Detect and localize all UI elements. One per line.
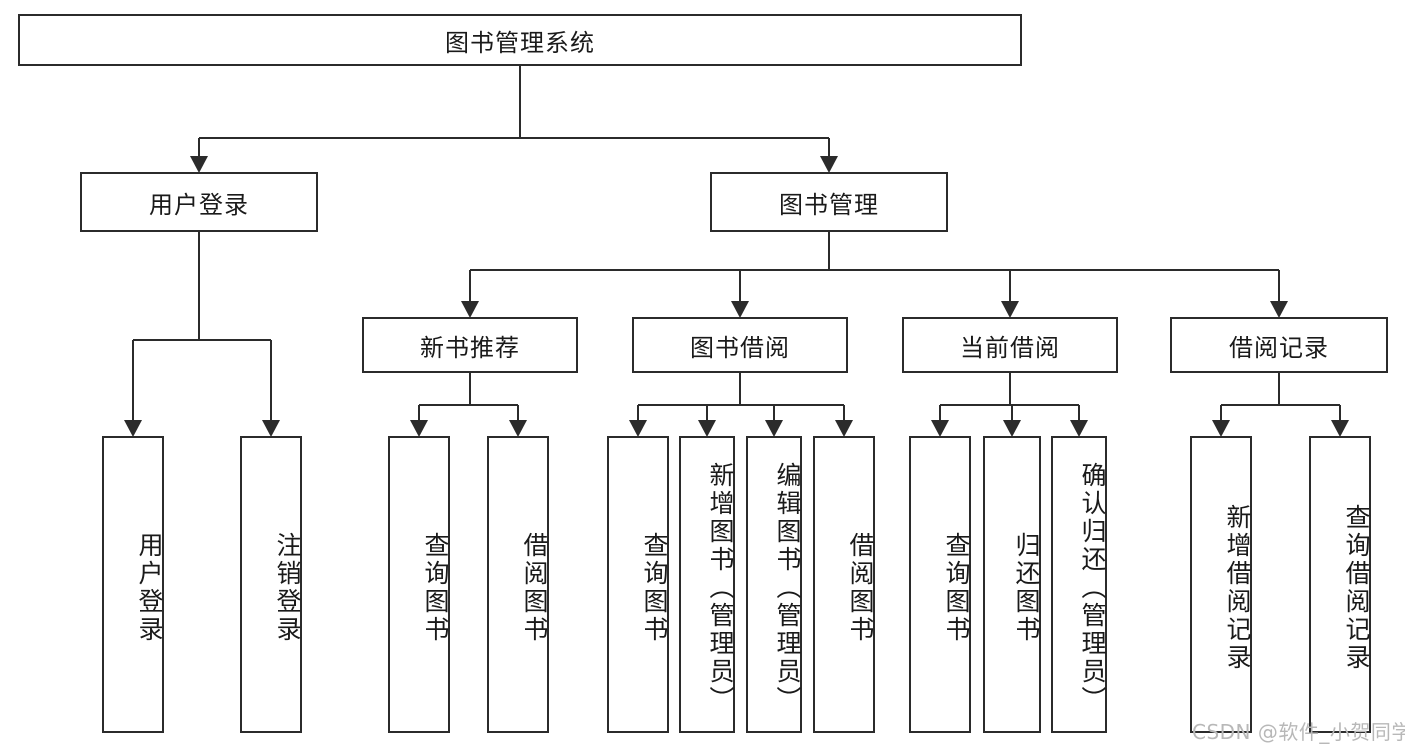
arrowhead-icon-leaf-user-logout	[262, 420, 280, 437]
node-leaf-return-book[interactable]: 归还图书	[983, 436, 1041, 733]
node-leaf-user-login-label: 用户登录	[135, 531, 164, 644]
node-book-management[interactable]: 图书管理	[710, 172, 948, 232]
arrowhead-icon-leaf-query-book-borrow	[629, 420, 647, 437]
node-leaf-confirm-return[interactable]: 确认归还（管理员）	[1051, 436, 1107, 733]
connector-to-book-management	[827, 138, 831, 170]
node-leaf-query-book-borrow-label: 查询图书	[640, 531, 669, 644]
arrowhead-icon-leaf-add-book	[698, 420, 716, 437]
node-leaf-user-login[interactable]: 用户登录	[102, 436, 164, 733]
arrowhead-icon-leaf-return-book	[1003, 420, 1021, 437]
connector-to-leaf-query-book-rec	[417, 405, 421, 434]
arrowhead-icon-leaf-edit-book	[765, 420, 783, 437]
node-user-login-label: 用户登录	[149, 190, 249, 219]
node-borrow-record[interactable]: 借阅记录	[1170, 317, 1388, 373]
node-leaf-edit-book[interactable]: 编辑图书（管理员）	[746, 436, 802, 733]
connector-to-leaf-add-borrow-record	[1219, 405, 1223, 434]
arrowhead-icon-leaf-user-login	[124, 420, 142, 437]
connector-to-leaf-confirm-return	[1077, 405, 1081, 434]
node-book-borrow-label: 图书借阅	[690, 333, 790, 362]
connector-book-management-stem	[827, 232, 831, 270]
connector-bus-user-login	[133, 338, 271, 342]
node-leaf-borrow-book-recommend[interactable]: 借阅图书	[487, 436, 549, 733]
node-leaf-add-borrow-record[interactable]: 新增借阅记录	[1190, 436, 1252, 733]
arrowhead-icon-leaf-confirm-return	[1070, 420, 1088, 437]
connector-to-leaf-query-book-current	[938, 405, 942, 434]
arrowhead-icon-leaf-query-book-current	[931, 420, 949, 437]
node-leaf-borrow-book[interactable]: 借阅图书	[813, 436, 875, 733]
csdn-watermark: CSDN @软件_小贺同学	[1192, 720, 1405, 744]
node-leaf-add-borrow-record-label: 新增借阅记录	[1223, 503, 1252, 672]
node-current-borrow-label: 当前借阅	[960, 333, 1060, 362]
arrowhead-icon-leaf-query-borrow-record	[1331, 420, 1349, 437]
connector-book-borrow-stem	[738, 373, 742, 405]
node-book-management-label: 图书管理	[779, 190, 879, 219]
node-leaf-borrow-book-recommend-label: 借阅图书	[520, 531, 549, 644]
connector-root-stem	[518, 66, 522, 138]
connector-to-leaf-return-book	[1010, 405, 1014, 434]
node-leaf-user-logout[interactable]: 注销登录	[240, 436, 302, 733]
connector-borrow-record-stem	[1277, 373, 1281, 405]
connector-to-borrow-record	[1277, 270, 1281, 315]
node-leaf-query-book-recommend-label: 查询图书	[421, 531, 450, 644]
arrowhead-icon-book-management	[820, 156, 838, 173]
connector-to-leaf-add-book	[705, 405, 709, 434]
node-leaf-add-book[interactable]: 新增图书（管理员）	[679, 436, 735, 733]
arrowhead-icon-book-borrow	[731, 301, 749, 318]
node-leaf-user-logout-label: 注销登录	[273, 531, 302, 644]
connector-bus-level3	[470, 268, 1279, 272]
connector-to-leaf-edit-book	[772, 405, 776, 434]
connector-to-user-login	[197, 138, 201, 170]
node-leaf-query-borrow-record[interactable]: 查询借阅记录	[1309, 436, 1371, 733]
arrowhead-icon-leaf-add-borrow-record	[1212, 420, 1230, 437]
node-user-login[interactable]: 用户登录	[80, 172, 318, 232]
connector-to-leaf-query-book-borrow	[636, 405, 640, 434]
node-leaf-query-book-recommend[interactable]: 查询图书	[388, 436, 450, 733]
node-leaf-query-borrow-record-label: 查询借阅记录	[1342, 503, 1371, 672]
connector-current-borrow-stem	[1008, 373, 1012, 405]
connector-new-book-recommend-stem	[468, 373, 472, 405]
node-root-system[interactable]: 图书管理系统	[18, 14, 1022, 66]
node-leaf-query-book-borrow[interactable]: 查询图书	[607, 436, 669, 733]
arrowhead-icon-new-book-recommend	[461, 301, 479, 318]
connector-user-login-stem	[197, 232, 201, 340]
connector-to-new-book-recommend	[468, 270, 472, 315]
node-leaf-edit-book-label: 编辑图书（管理员）	[773, 461, 802, 714]
connector-bus-level2	[199, 136, 829, 140]
connector-bus-current-borrow	[940, 403, 1079, 407]
connector-to-leaf-query-borrow-record	[1338, 405, 1342, 434]
connector-bus-borrow-record	[1221, 403, 1340, 407]
node-borrow-record-label: 借阅记录	[1229, 333, 1329, 362]
node-leaf-query-book-current[interactable]: 查询图书	[909, 436, 971, 733]
arrowhead-icon-current-borrow	[1001, 301, 1019, 318]
node-new-book-recommend-label: 新书推荐	[420, 333, 520, 362]
arrowhead-icon-user-login	[190, 156, 208, 173]
connector-to-current-borrow	[1008, 270, 1012, 315]
connector-to-leaf-borrow-book-rec	[516, 405, 520, 434]
connector-bus-new-book-recommend	[419, 403, 518, 407]
node-book-borrow[interactable]: 图书借阅	[632, 317, 848, 373]
connector-bus-book-borrow	[638, 403, 844, 407]
arrowhead-icon-leaf-borrow-book-rec	[509, 420, 527, 437]
node-root-label: 图书管理系统	[445, 28, 595, 57]
node-current-borrow[interactable]: 当前借阅	[902, 317, 1118, 373]
connector-to-book-borrow	[738, 270, 742, 315]
node-leaf-query-book-current-label: 查询图书	[942, 531, 971, 644]
connector-to-leaf-user-login	[131, 340, 135, 434]
arrowhead-icon-leaf-query-book-rec	[410, 420, 428, 437]
arrowhead-icon-leaf-borrow-book	[835, 420, 853, 437]
node-leaf-confirm-return-label: 确认归还（管理员）	[1078, 461, 1107, 714]
connector-to-leaf-borrow-book	[842, 405, 846, 434]
node-new-book-recommend[interactable]: 新书推荐	[362, 317, 578, 373]
node-leaf-return-book-label: 归还图书	[1012, 531, 1041, 644]
connector-to-leaf-user-logout	[269, 340, 273, 434]
arrowhead-icon-borrow-record	[1270, 301, 1288, 318]
node-leaf-add-book-label: 新增图书（管理员）	[706, 461, 735, 714]
node-leaf-borrow-book-label: 借阅图书	[846, 531, 875, 644]
